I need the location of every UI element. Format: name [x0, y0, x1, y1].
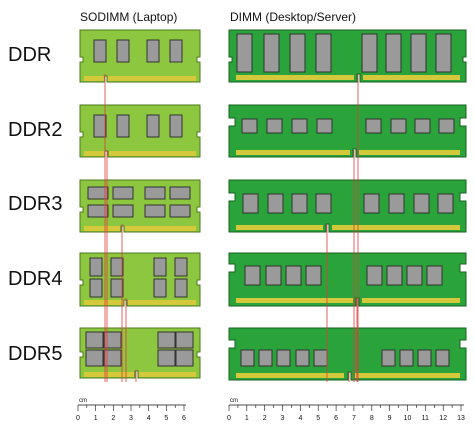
sodimm-ddr2-module [79, 104, 201, 158]
sodimm-ruler-tick: 1 [94, 415, 98, 422]
sodimm-ddr4-module [79, 252, 201, 307]
dimm-ddr3-module [228, 179, 467, 233]
dimm-ruler-tick: 1 [245, 415, 249, 422]
dimm-ruler-tick: 5 [316, 415, 320, 422]
dimm-ruler-tick: 12 [439, 415, 447, 422]
dimm-ruler-tick: 0 [227, 415, 231, 422]
sodimm-ruler-tick: 5 [164, 415, 168, 422]
sodimm-column-title: SODIMM (Laptop) [80, 10, 178, 24]
sodimm-ruler-tick: 4 [147, 415, 151, 422]
row-label-ddr3: DDR3 [8, 193, 63, 215]
dimm-ruler-tick: 10 [404, 415, 412, 422]
sodimm-ruler: cm 0 1 2 3 4 5 6 [76, 398, 186, 422]
dimm-ruler-tick: 4 [298, 415, 302, 422]
sodimm-ruler-tick: 6 [182, 415, 186, 422]
dimm-ddr4-module [228, 252, 467, 307]
sodimm-ruler-unit: cm [79, 398, 87, 404]
dimm-ruler-tick: 2 [263, 415, 267, 422]
sodimm-ddr-module [79, 29, 201, 83]
dimm-ddr2-module [228, 104, 467, 158]
dimm-ruler-tick: 9 [388, 415, 392, 422]
dimm-ruler: cm 0 1 2 3 4 5 6 7 8 9 10 11 12 13 [227, 398, 465, 422]
sodimm-ruler-tick: 3 [129, 415, 133, 422]
dimm-column-title: DIMM (Desktop/Server) [230, 10, 357, 24]
sodimm-ddr5-module [79, 327, 201, 379]
dimm-ruler-tick: 3 [281, 415, 285, 422]
dimm-ddr5-module [228, 327, 467, 381]
dimm-ruler-tick: 13 [457, 415, 465, 422]
dimm-ddr-module [228, 29, 467, 83]
notch-alignment-lines [104, 74, 359, 382]
dimm-ruler-tick: 8 [370, 415, 374, 422]
row-label-ddr5: DDR5 [8, 343, 63, 365]
row-label-ddr4: DDR4 [8, 268, 63, 290]
dimm-ruler-tick: 7 [352, 415, 356, 422]
sodimm-ddr3-module [79, 179, 201, 233]
sodimm-ruler-tick: 2 [111, 415, 115, 422]
row-label-ddr: DDR [8, 44, 52, 66]
row-label-ddr2: DDR2 [8, 119, 63, 141]
dimm-ruler-tick: 11 [422, 415, 429, 422]
sodimm-ruler-tick: 0 [76, 415, 80, 422]
dimm-ruler-tick: 6 [334, 415, 338, 422]
dimm-ruler-unit: cm [230, 398, 238, 404]
